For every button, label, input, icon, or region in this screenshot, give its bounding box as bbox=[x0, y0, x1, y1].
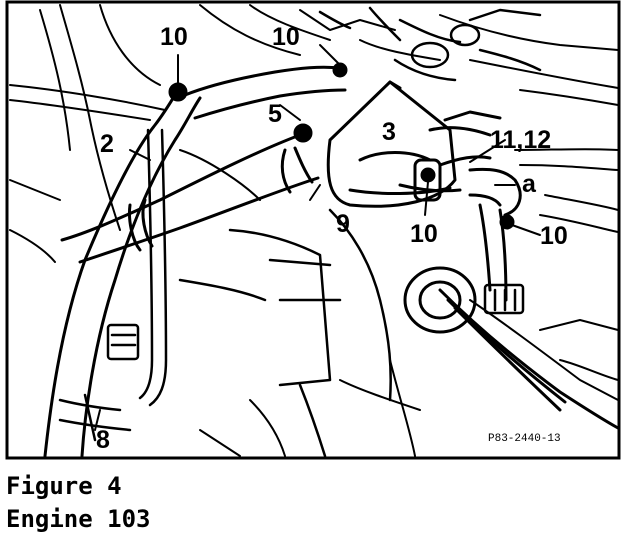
leader-lines bbox=[94, 44, 541, 431]
hose-clamps bbox=[168, 62, 515, 230]
callout-10-center: 10 bbox=[410, 220, 438, 248]
hose-2 bbox=[43, 88, 202, 458]
hose-5 bbox=[183, 65, 347, 120]
hose-9 bbox=[60, 133, 320, 264]
callout-2: 2 bbox=[100, 130, 114, 158]
center-valve bbox=[398, 110, 502, 202]
engine-bay-background bbox=[9, 4, 619, 457]
lower-housing bbox=[178, 208, 392, 458]
figure-caption-subtitle: Engine 103 bbox=[6, 505, 151, 533]
engine-hose-diagram: 10 10 5 2 3 11,12 a 9 10 10 8 P83-2440-1… bbox=[5, 0, 621, 460]
callout-8: 8 bbox=[96, 426, 110, 454]
bracket-clip bbox=[483, 283, 525, 315]
callout-10-top-mid: 10 bbox=[272, 23, 300, 51]
callout-a: a bbox=[522, 170, 537, 198]
line-art bbox=[9, 4, 620, 458]
callout-10-top-left: 10 bbox=[160, 23, 188, 51]
figure-caption-title: Figure 4 bbox=[6, 472, 122, 500]
grommet-cable bbox=[403, 266, 620, 430]
figure-frame bbox=[5, 0, 621, 460]
support-rod bbox=[138, 128, 168, 407]
callout-11-12: 11,12 bbox=[490, 126, 551, 154]
callout-10-right: 10 bbox=[540, 222, 568, 250]
callout-5: 5 bbox=[268, 100, 282, 128]
reference-code: P83-2440-13 bbox=[488, 433, 561, 445]
callout-3: 3 bbox=[382, 118, 396, 146]
hose-a bbox=[468, 167, 522, 302]
top-fittings bbox=[318, 6, 542, 82]
callout-9: 9 bbox=[336, 210, 350, 238]
